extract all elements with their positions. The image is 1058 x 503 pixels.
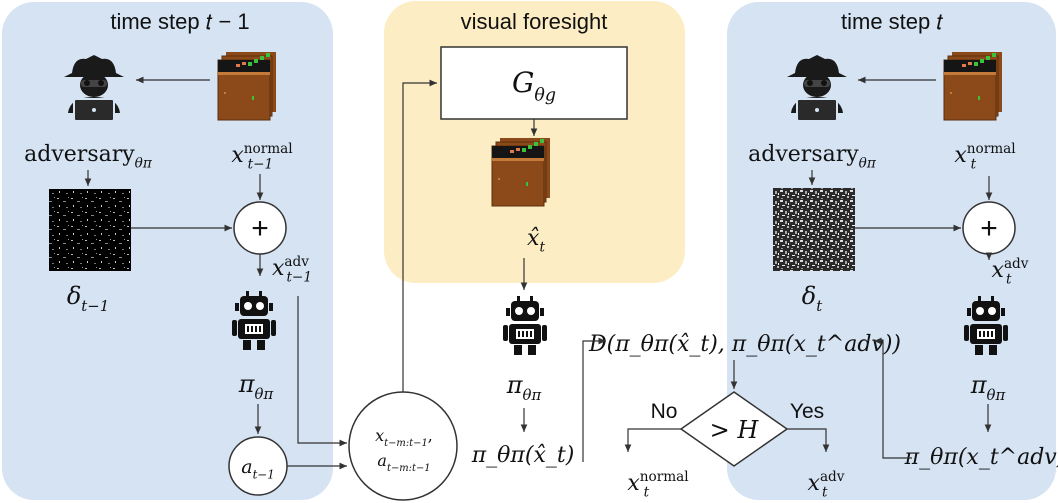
arrow-pihat-to-distance: [582, 337, 606, 462]
label-x-hat: x̂t: [527, 226, 545, 256]
game-frame-stack-icon: [217, 51, 277, 121]
panel-title-current: time step 𝑡: [841, 9, 943, 34]
panel-time-step-current: [727, 2, 1056, 500]
arrow-diamond-no: [624, 428, 681, 452]
arrow-diamond-yes: [787, 428, 830, 452]
label-history-states: xt−m:t−1,: [375, 426, 433, 449]
label-pi-hat: π_θπ(x̂_t): [471, 443, 575, 468]
plus-symbol-left: +: [251, 212, 269, 245]
label-action-prev: at−1: [241, 456, 274, 482]
arrows: [84, 76, 993, 470]
robot-icon: [503, 296, 547, 355]
label-delta-current: δt: [802, 282, 822, 315]
noise-image-icon: [49, 189, 131, 271]
arrow-history-to-generator: [402, 79, 437, 392]
label-no: No: [651, 400, 678, 423]
panel-time-step-prev: [2, 2, 333, 500]
label-pi-adv: π_θπ(x_t^adv): [904, 445, 1058, 470]
label-adversary-right: adversaryθπ: [748, 142, 877, 172]
game-frame-stack-icon: [491, 137, 551, 207]
label-distance: D(π_θπ(x̂_t), π_θπ(x_t^adv)): [588, 332, 901, 357]
arrow-piadv-to-distance: [874, 337, 912, 459]
action-node: [228, 436, 288, 496]
label-generator: Gθg: [512, 66, 556, 105]
game-frame-stack-icon: [943, 51, 1003, 121]
generator-box: [440, 46, 628, 120]
label-delta-prev: δt−1: [67, 282, 109, 315]
label-history-actions: at−m:t−1: [377, 451, 430, 474]
panel-title-prev: time step 𝑡 − 1: [110, 9, 249, 34]
threshold-label: > H: [710, 416, 760, 444]
panel-title-foresight: visual foresight: [461, 9, 608, 34]
label-yes: Yes: [790, 400, 824, 423]
threshold-diamond: [679, 391, 789, 467]
label-pi-center: πθπ: [506, 371, 542, 404]
label-pi-prev: πθπ: [238, 370, 274, 403]
label-pi-current: πθπ: [970, 371, 1006, 404]
arrow-xadv-to-history: [297, 296, 347, 447]
plus-symbol-right: +: [980, 212, 998, 245]
noise-image-icon: [773, 188, 855, 271]
label-adversary-left: adversaryθπ: [24, 142, 153, 172]
